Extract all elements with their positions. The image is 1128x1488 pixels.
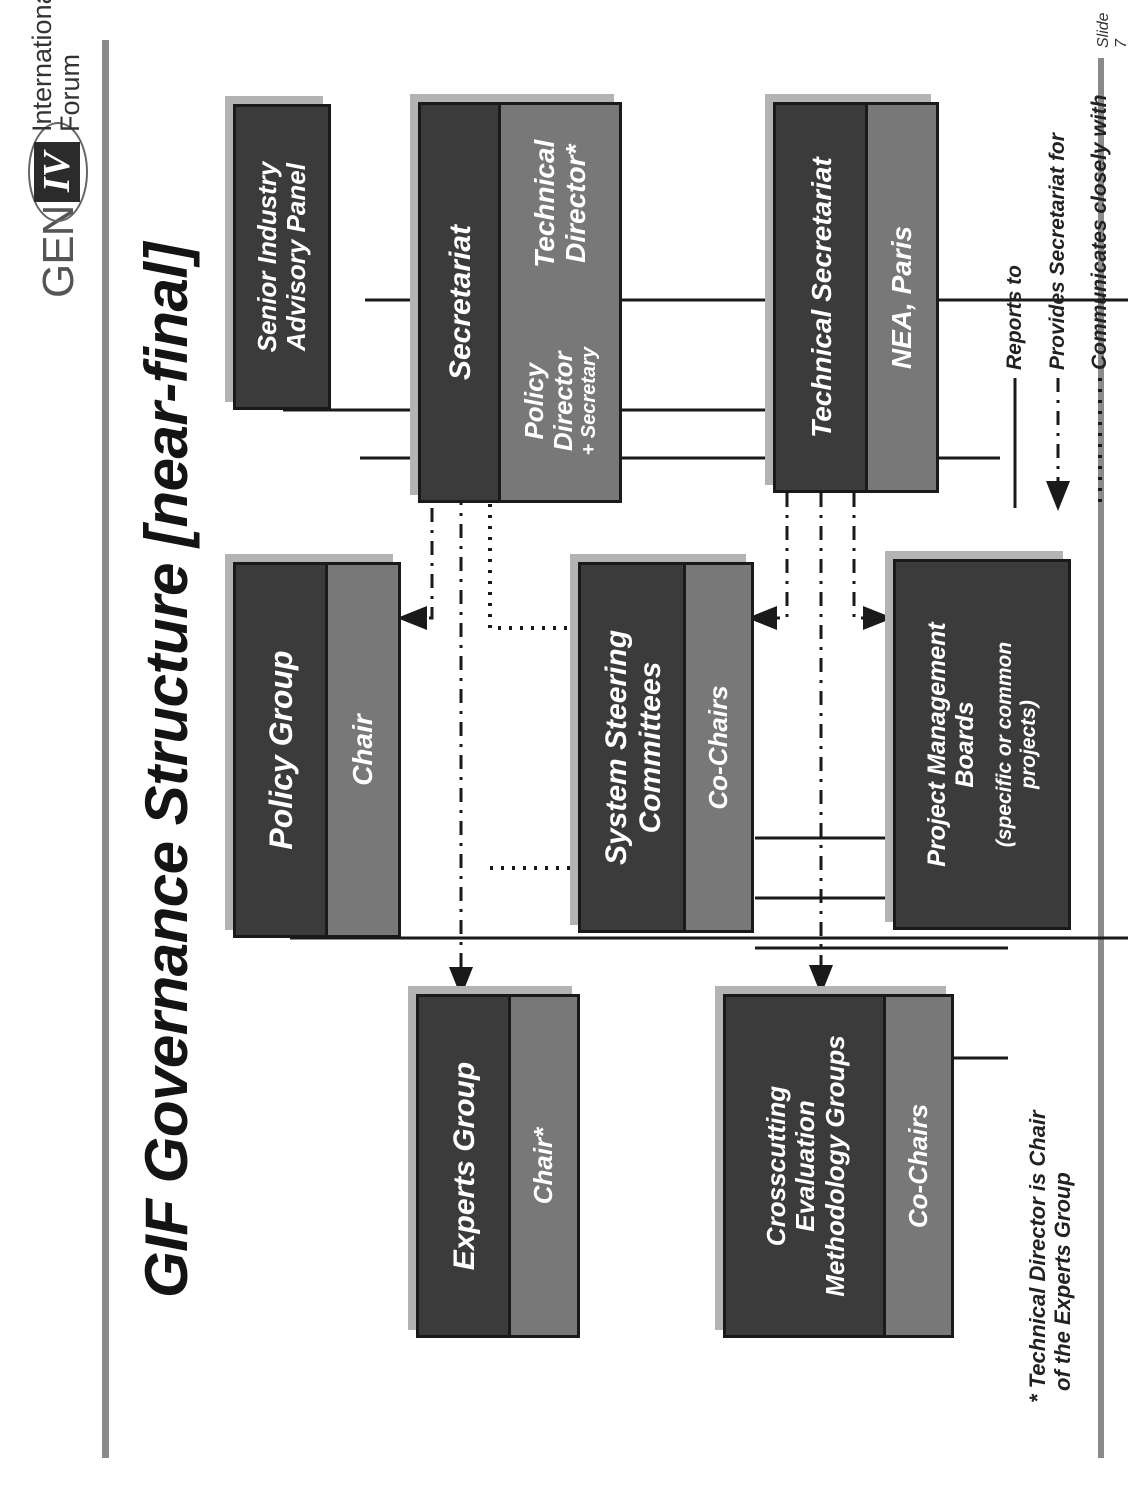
- system-steering-committees-box: System Steering Committees Co-Chairs: [578, 562, 754, 933]
- system-steering-cochairs-text: Co-Chairs: [702, 685, 733, 810]
- policy-director-text: Policy Director: [518, 351, 578, 452]
- secretariat-directors: Policy Director + Secretary Technical Di…: [498, 105, 619, 500]
- crosscutting-cochairs: Co-Chairs: [883, 997, 951, 1335]
- experts-group-title: Experts Group: [419, 997, 511, 1335]
- experts-group-title-text: Experts Group: [448, 1061, 482, 1271]
- technical-secretariat-title-text: Technical Secretariat: [806, 157, 838, 438]
- crosscutting-line2: Evaluation: [790, 1100, 821, 1232]
- crosscutting-title: Crosscutting Evaluation Methodology Grou…: [726, 997, 886, 1335]
- project-boards-note1: (specific or common: [993, 641, 1017, 848]
- footnote-line1: * Technical Director is Chair: [1025, 1110, 1050, 1403]
- project-boards-note2: projects): [1017, 700, 1040, 789]
- provides-secretariat-lines: [397, 458, 893, 997]
- senior-industry-advisory-panel: Senior Industry Advisory Panel: [233, 104, 331, 410]
- project-management-boards-box: Project Management Boards (specific or c…: [893, 559, 1071, 930]
- policy-group-chair-text: Chair: [347, 714, 379, 786]
- system-steering-line1: System Steering: [599, 629, 633, 866]
- system-steering-line2: Committees: [633, 661, 667, 834]
- footnote-line2: of the Experts Group: [1050, 1172, 1076, 1391]
- project-boards-label: Project Management Boards (specific or c…: [896, 562, 1068, 927]
- legend-reports-to: Reports to: [1003, 265, 1026, 370]
- secretariat-title-text: Secretariat: [444, 224, 478, 381]
- experts-group-box: Experts Group Chair*: [416, 994, 580, 1338]
- legend-communicates: Communicates closely with: [1088, 94, 1111, 370]
- crosscutting-line1: Crosscutting: [761, 1085, 792, 1247]
- policy-group-title: Policy Group: [236, 565, 328, 935]
- legend-provides-secretariat: Provides Secretariat for: [1046, 133, 1069, 370]
- policy-director-cell: Policy Director + Secretary: [501, 303, 619, 501]
- technical-director-cell: Technical Director*: [501, 105, 619, 303]
- policy-group-box: Policy Group Chair: [233, 562, 401, 938]
- project-boards-line1: Project Management: [923, 622, 952, 867]
- system-steering-title: System Steering Committees: [581, 565, 686, 930]
- crosscutting-cochairs-text: Co-Chairs: [902, 1103, 933, 1229]
- technical-secretariat-title: Technical Secretariat: [776, 105, 868, 490]
- senior-panel-line2: Advisory Panel: [281, 163, 311, 351]
- slide-number: Slide 7: [1095, 12, 1128, 48]
- plus-secretary-text: + Secretary: [577, 347, 600, 456]
- technical-secretariat-location: NEA, Paris: [865, 105, 936, 490]
- experts-group-chair-text: Chair*: [528, 1127, 559, 1205]
- experts-group-chair: Chair*: [508, 997, 577, 1335]
- crosscutting-line3: Methodology Groups: [819, 1035, 850, 1297]
- communicates-closely-lines: [488, 493, 578, 870]
- nea-paris-text: NEA, Paris: [886, 225, 918, 370]
- project-boards-line2: Boards: [951, 701, 980, 788]
- footnote: * Technical Director is Chair of the Exp…: [1025, 1003, 1076, 1403]
- system-steering-cochairs: Co-Chairs: [683, 565, 751, 930]
- policy-group-chair: Chair: [325, 565, 398, 935]
- technical-director-text: Technical Director*: [528, 139, 591, 268]
- crosscutting-methodology-groups-box: Crosscutting Evaluation Methodology Grou…: [723, 994, 954, 1338]
- legend-samples: [1013, 378, 1102, 511]
- senior-panel-label: Senior Industry Advisory Panel: [236, 107, 328, 407]
- senior-panel-line1: Senior Industry: [251, 161, 282, 353]
- policy-group-title-text: Policy Group: [263, 650, 300, 850]
- secretariat-box: Secretariat Policy Director + Secretary …: [418, 102, 622, 503]
- technical-secretariat-box: Technical Secretariat NEA, Paris: [773, 102, 939, 493]
- secretariat-title: Secretariat: [421, 105, 501, 500]
